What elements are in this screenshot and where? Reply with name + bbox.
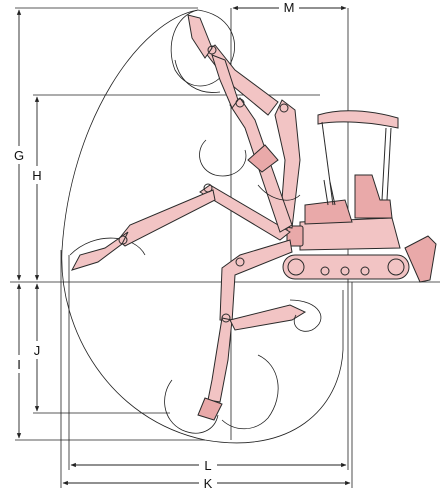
canopy-roof <box>317 110 399 129</box>
arm-position-dig <box>197 239 307 421</box>
swing-bracket <box>286 225 304 247</box>
bucket-curl-arc-6 <box>174 59 221 93</box>
operator-seat <box>354 174 393 219</box>
dim-label-l: L <box>204 458 211 473</box>
dozer-blade <box>404 235 437 283</box>
working-range-envelope <box>61 9 344 444</box>
dim-label-h: H <box>32 168 41 183</box>
bucket-curl-arc-1 <box>164 379 219 434</box>
dim-label-k: K <box>204 476 213 491</box>
bucket-curl-arc-3 <box>289 299 322 332</box>
engine-hood <box>304 199 353 225</box>
bucket-curl-arc-2 <box>221 354 279 430</box>
dim-label-j: J <box>34 343 41 358</box>
arm-position-max-reach <box>70 183 291 271</box>
max-height-arc <box>170 9 236 87</box>
dim-label-m: M <box>284 0 295 15</box>
bucket-curl-arc-5 <box>257 184 301 201</box>
excavator-machine <box>282 110 437 283</box>
bucket-curl-arc-4 <box>199 139 247 177</box>
dim-label-i: I <box>17 357 21 372</box>
min-reach-arc <box>69 237 146 256</box>
dim-label-g: G <box>14 148 24 163</box>
